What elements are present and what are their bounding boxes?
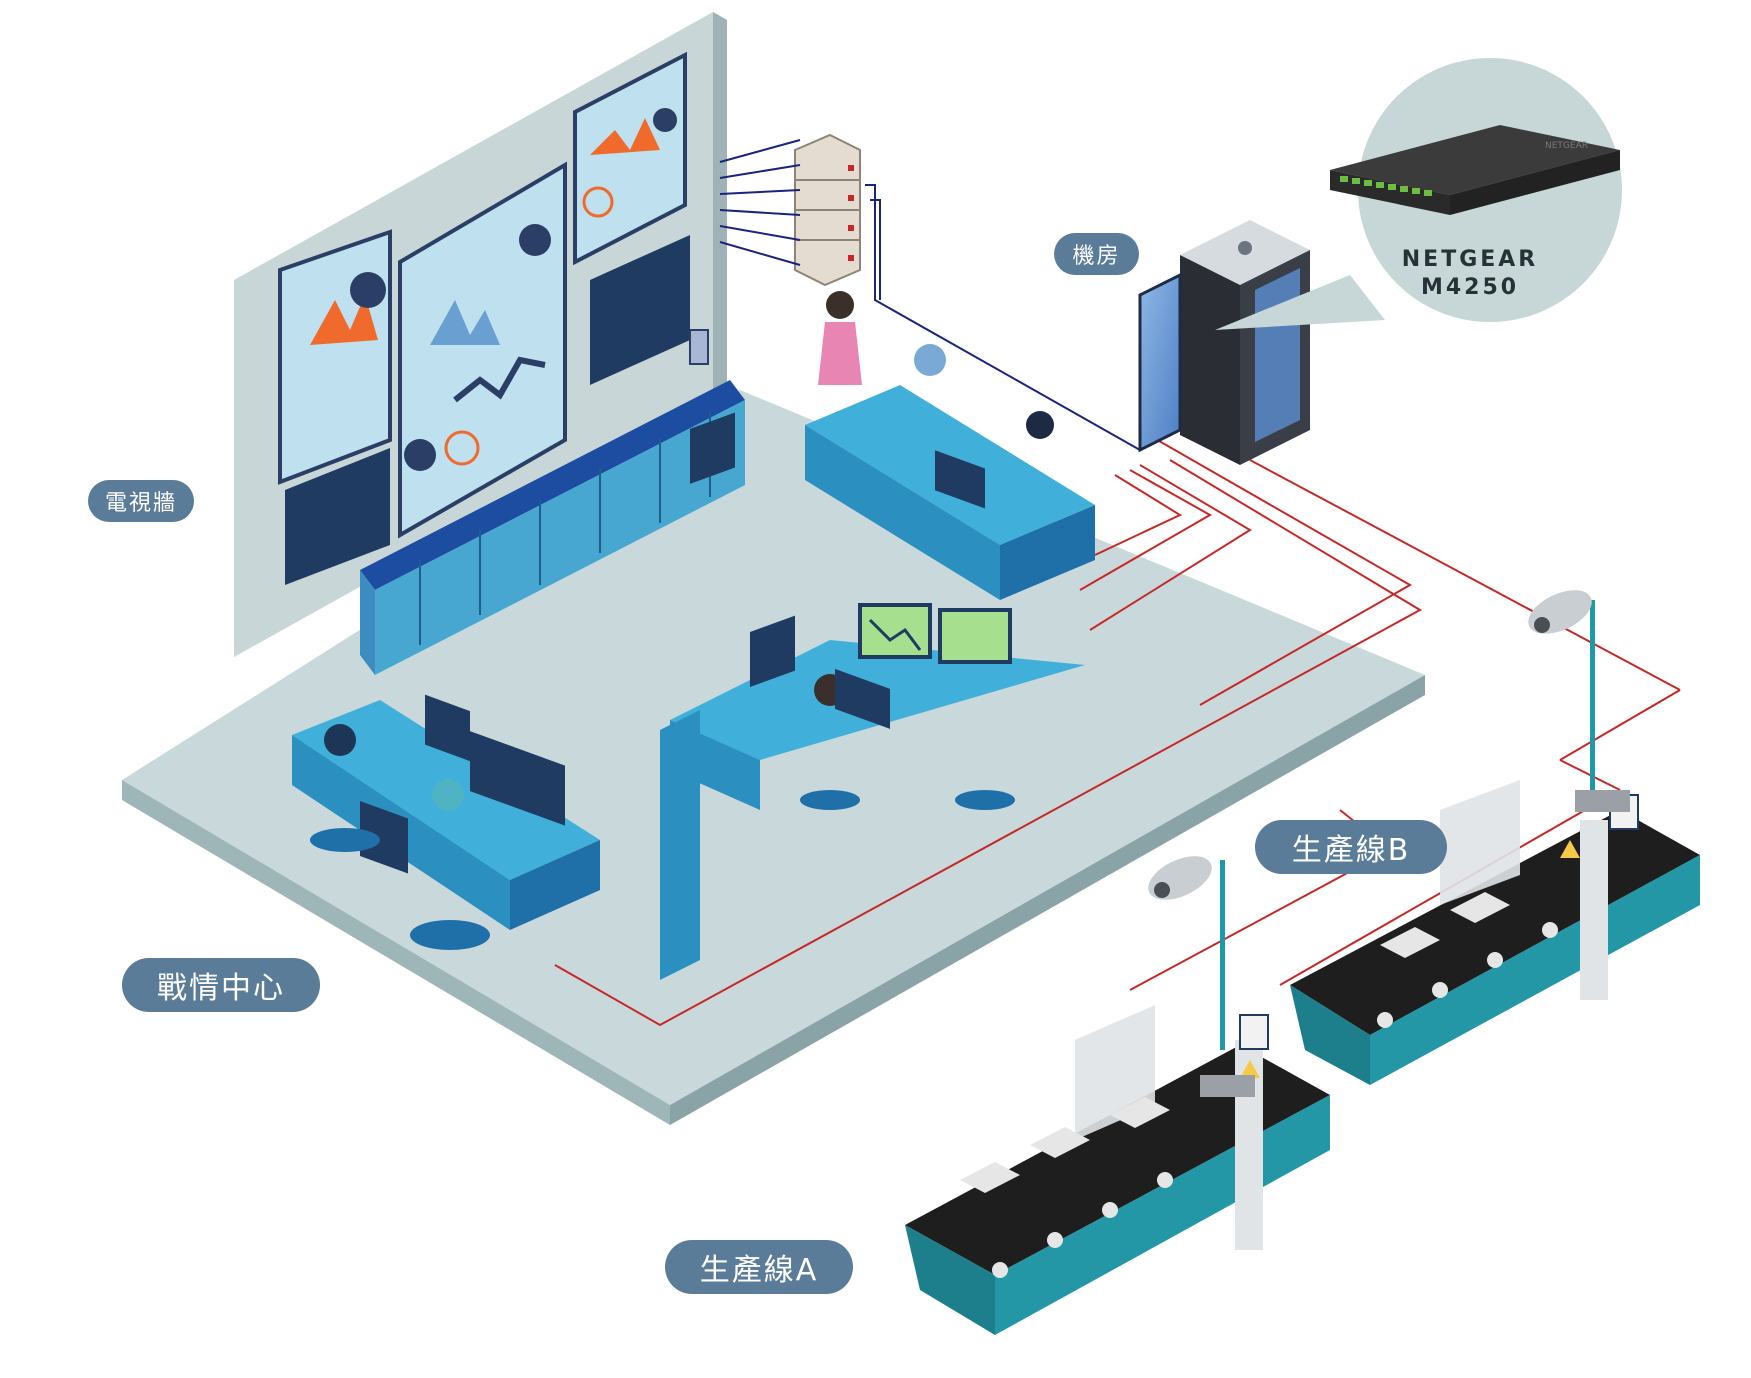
wall-outlet [689,329,709,365]
office-chair [410,920,490,950]
tv-wall [234,12,727,657]
product-tray [1380,927,1440,958]
camera-pole [1590,600,1595,800]
product-tray [1110,1097,1170,1128]
operator [826,291,854,319]
line-switch [1200,1075,1255,1097]
production-line-b [1290,590,1700,1085]
line-switch [1575,790,1630,812]
monitor [470,731,565,826]
production-line-a [905,856,1330,1335]
ethernet-links [554,429,1681,1027]
dashboard-panel [285,448,390,585]
monitor [360,801,408,874]
warning-icon [1240,1060,1260,1078]
warning-icon [1560,840,1580,858]
operator [1026,411,1054,439]
cabinet-row [360,380,745,675]
cctv-camera-icon [1148,856,1212,900]
monitor [938,608,1012,664]
atom-icon [444,430,480,466]
dashboard-panel [590,235,690,385]
office-chair [310,828,380,852]
fiber-links [719,139,1141,451]
area-chart-icon [430,300,500,345]
wall-server-stack [794,133,861,287]
pie-chart-icon [350,272,386,308]
switch-model: M4250 [1420,275,1520,300]
pie-chart-icon [519,224,551,256]
monitor [835,668,890,729]
product-tray [960,1162,1020,1193]
camera-pole [1220,860,1225,1050]
dashboard-panel [573,51,687,266]
monitor [750,615,795,688]
pie-chart-icon [404,439,436,471]
operator [324,724,356,756]
switch-brand: NETGEAR [1401,247,1539,272]
label-tv-wall: 電視牆 [88,480,194,522]
office-chair [955,790,1015,810]
control-panel [1239,1014,1269,1050]
monitor [935,450,985,509]
control-pillar [1580,820,1608,1000]
fan-icon [1238,241,1252,255]
workstation-left [292,694,600,950]
monitor [425,694,470,762]
label-line-b: 生產線B [1255,820,1447,874]
label-line-a: 生產線A [665,1240,853,1294]
product-tray [1030,1127,1090,1158]
area-chart-icon [310,295,378,345]
atom-icon [582,186,614,218]
cctv-camera-icon [1528,590,1592,634]
pie-chart-icon [653,108,677,132]
label-war-room: 戰情中心 [122,958,320,1012]
operator [432,779,464,811]
product-tray [1450,892,1510,923]
label-server-room: 機房 [1054,233,1139,275]
device-brand-print: NETGEAR [1545,141,1588,151]
line-chart-icon [453,356,546,403]
switch-callout: NETGEAR [1215,58,1622,330]
office-chair [800,790,860,810]
dashboard-panel [278,229,392,485]
operator [914,344,946,376]
netgear-m4250-switch [1330,125,1620,195]
dashboard-panel [398,161,567,539]
area-chart-icon [590,118,660,155]
workstation-meeting [805,291,1095,729]
monitor [690,412,735,484]
server-rack [1138,220,1310,465]
